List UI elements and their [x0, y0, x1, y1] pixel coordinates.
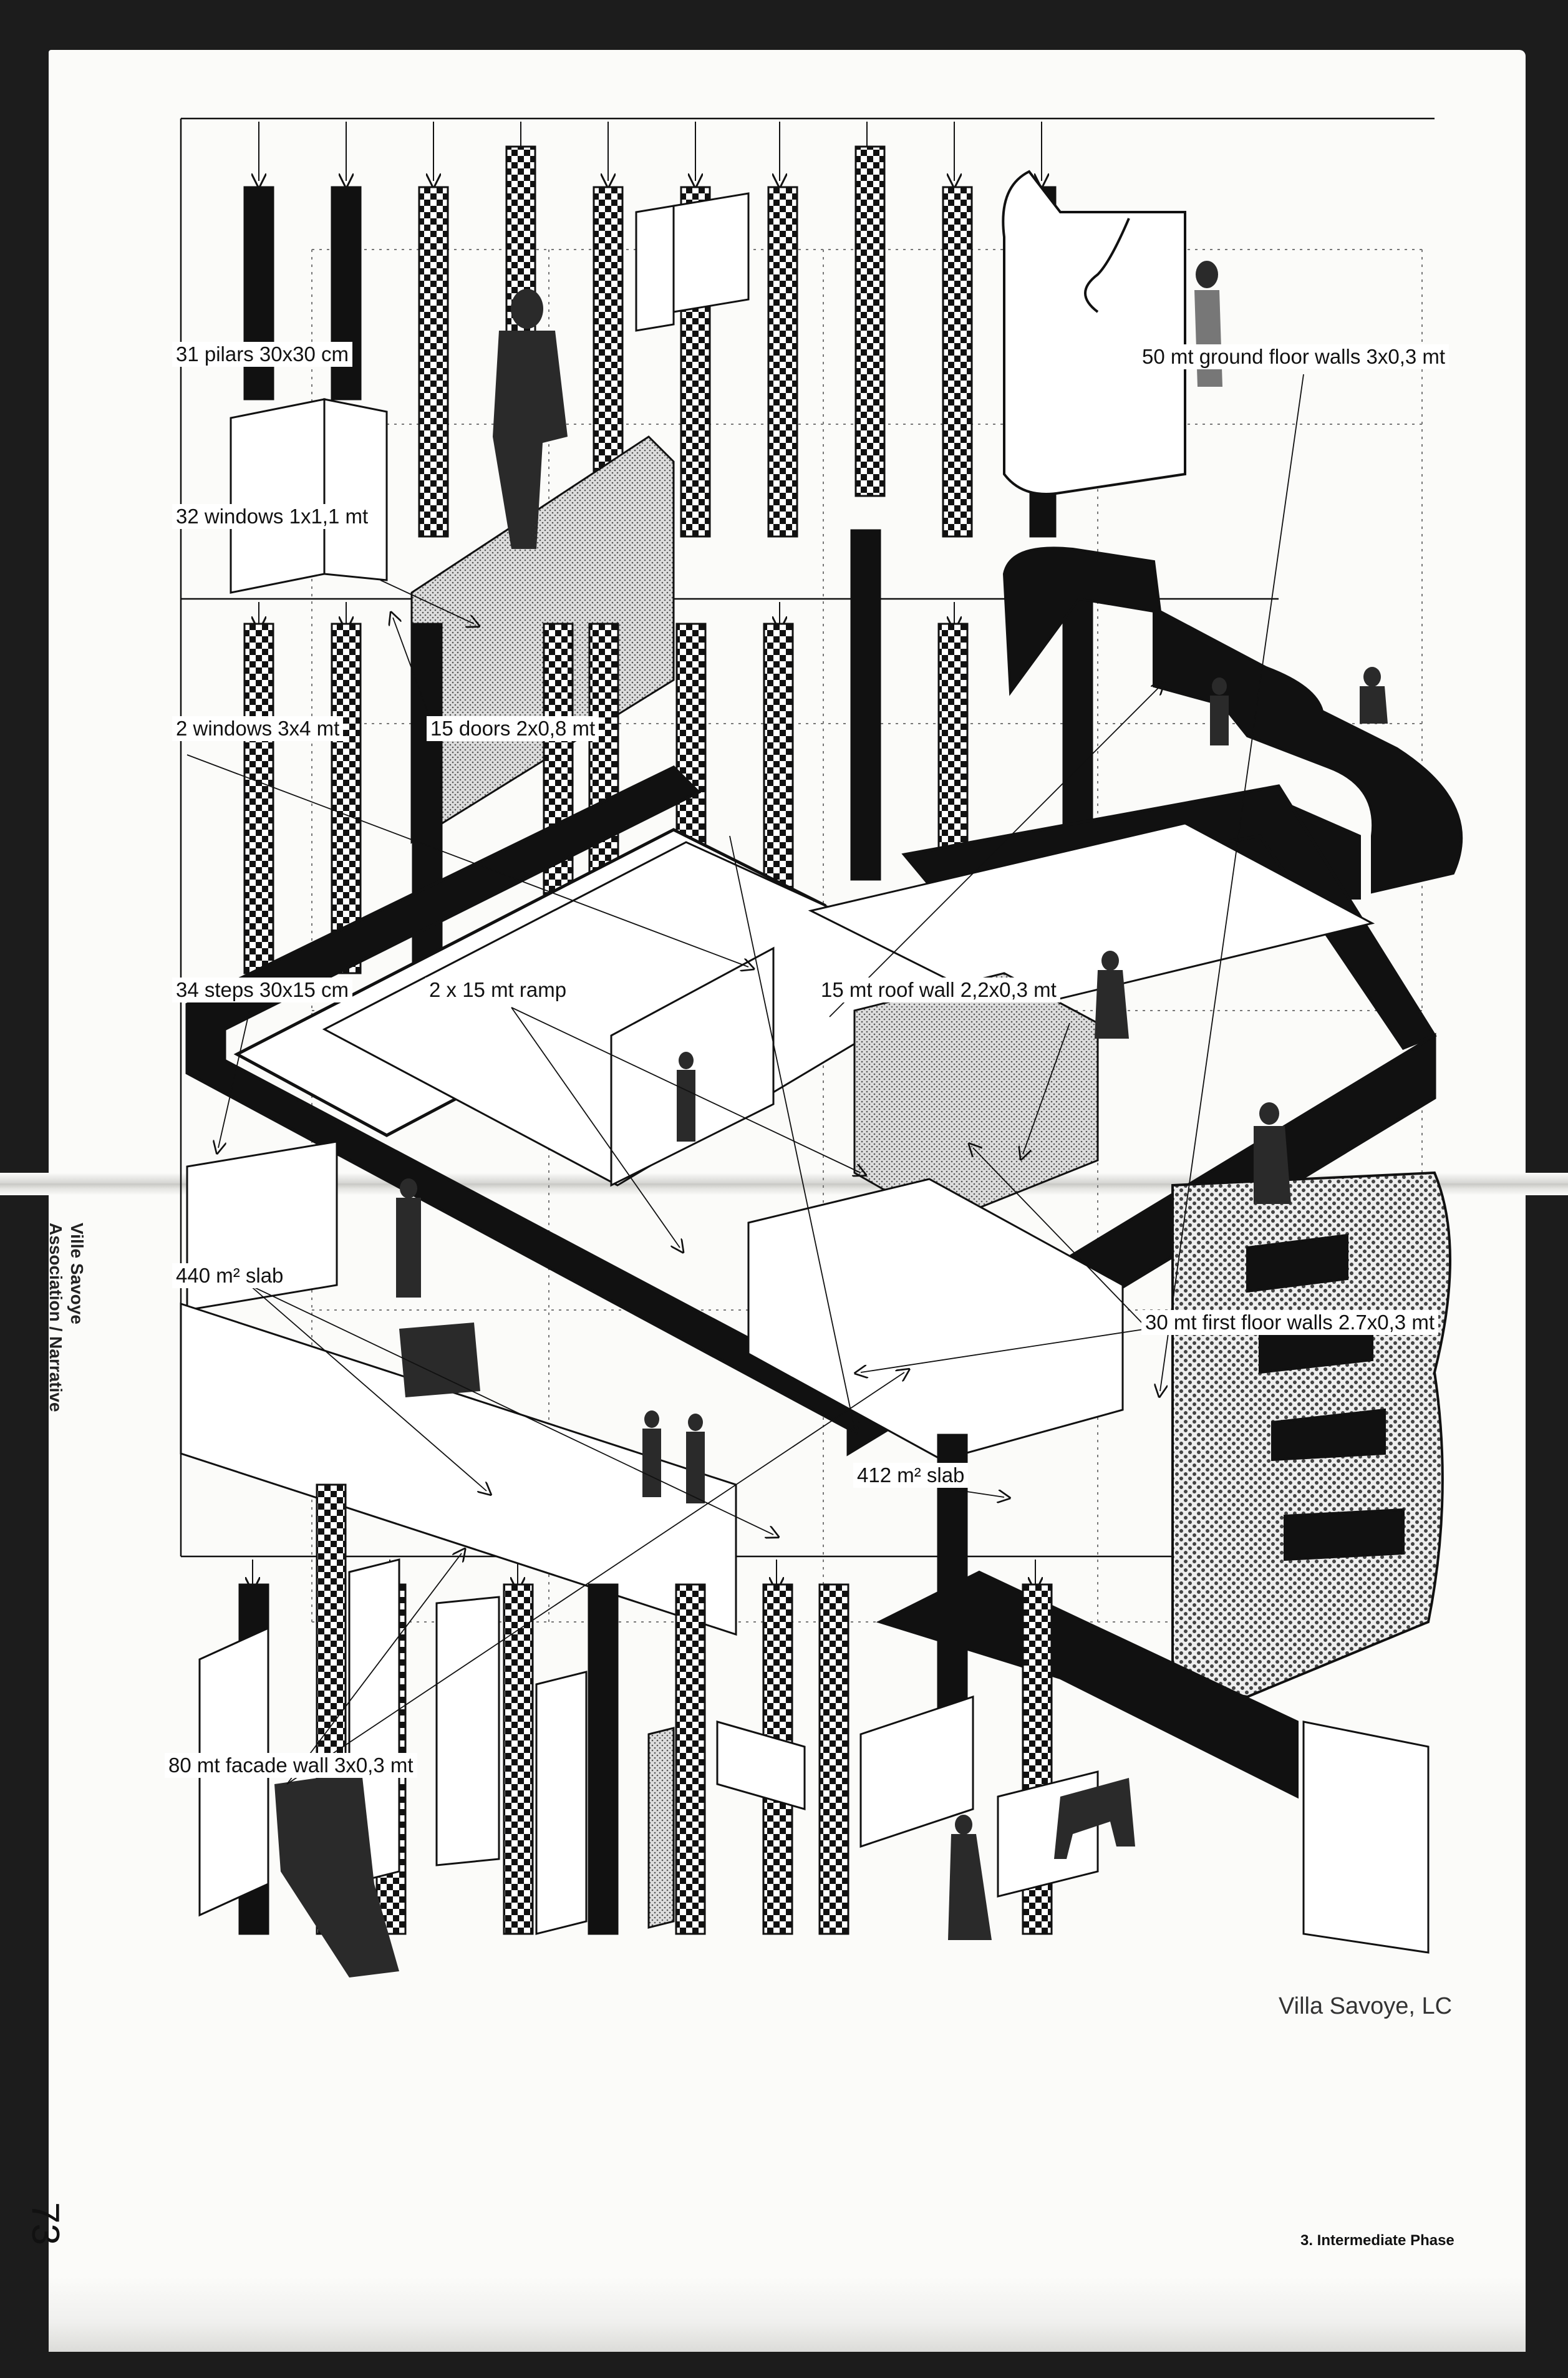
- page-number: 73: [24, 2202, 67, 2245]
- sidebar-line-1: Ville Savoye: [67, 1223, 87, 1324]
- human-figures: [274, 261, 1388, 1978]
- lower-walls: [198, 1558, 1430, 1954]
- label-doors: 15 doors 2x0,8 mt: [427, 716, 599, 741]
- sidebar-line-2: Association / Narrative: [46, 1223, 65, 1412]
- label-windows-large: 2 windows 3x4 mt: [172, 716, 344, 741]
- label-steps: 34 steps 30x15 cm: [172, 978, 352, 1002]
- label-roof-wall: 15 mt roof wall 2,2x0,3 mt: [817, 978, 1060, 1002]
- label-slab-440: 440 m² slab: [172, 1263, 288, 1288]
- section-title: 3. Intermediate Phase: [1300, 2232, 1454, 2249]
- curved-ground-wall: [1002, 170, 1186, 495]
- label-ground-floor-walls: 50 mt ground floor walls 3x0,3 mt: [1138, 344, 1449, 369]
- window-panels: [230, 192, 750, 594]
- label-pilars: 31 pilars 30x30 cm: [172, 342, 352, 367]
- label-windows-small: 32 windows 1x1,1 mt: [172, 504, 372, 529]
- label-facade-wall: 80 mt facade wall 3x0,3 mt: [165, 1753, 417, 1778]
- page-bottom-edge: [49, 2277, 1526, 2352]
- stairs: [1171, 1171, 1451, 1699]
- ramp: [876, 1570, 1299, 1799]
- label-slab-412: 412 m² slab: [853, 1463, 969, 1488]
- figure-caption: Villa Savoye, LC: [1279, 1993, 1453, 2019]
- interior-planes: [322, 822, 1375, 1224]
- sidebar-running-head: Ville Savoye Association / Narrative: [45, 1223, 87, 1412]
- dotted-wall-panel: [410, 435, 675, 844]
- label-first-floor-walls: 30 mt first floor walls 2.7x0,3 mt: [1141, 1310, 1438, 1335]
- label-ramp: 2 x 15 mt ramp: [425, 978, 571, 1002]
